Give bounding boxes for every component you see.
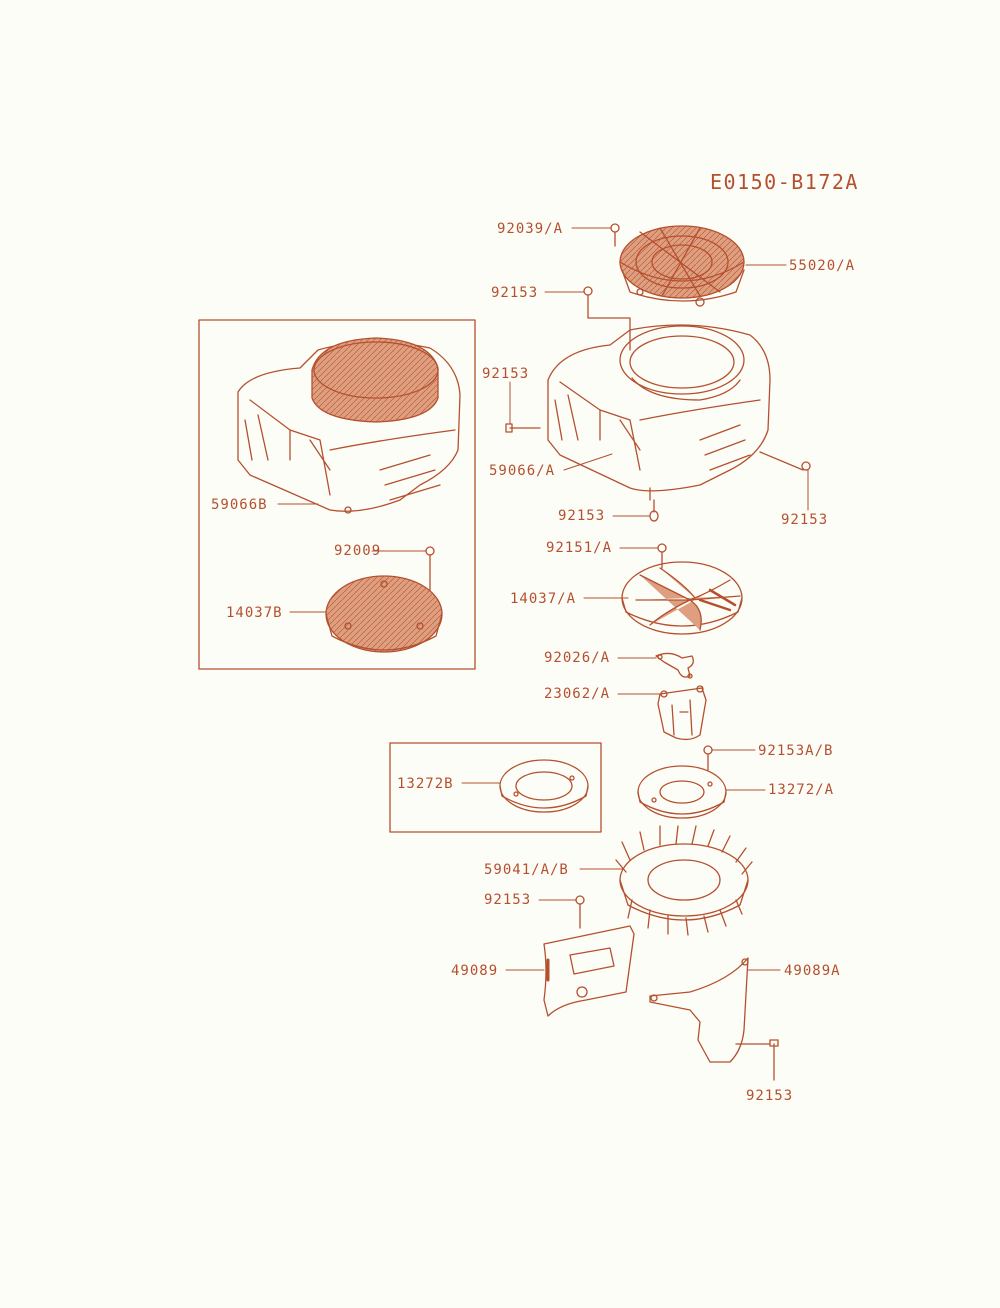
label-92151a: 92151/A: [546, 540, 613, 556]
screen-14037a-part: [621, 561, 743, 635]
label-92153-low: 92153: [484, 892, 532, 908]
screen-14037b-part: [325, 575, 443, 653]
bolt-92153-top: [583, 286, 631, 351]
bolt-92153-right: [759, 451, 811, 471]
label-92153ab: 92153A/B: [758, 743, 834, 759]
label-23062a: 23062/A: [544, 686, 611, 702]
screw-92039a: [610, 223, 620, 247]
label-49089: 49089: [451, 963, 499, 979]
plate-13272b-part: [499, 759, 589, 813]
label-13272a: 13272/A: [768, 782, 835, 798]
label-59041ab: 59041/A/B: [484, 862, 569, 878]
fan-screen-part: [619, 225, 745, 307]
fan-59041-part: [615, 825, 753, 936]
fan-housing-b-part: [237, 337, 461, 514]
label-92153-left: 92153: [482, 366, 530, 382]
fan-housing-a-part: [547, 324, 771, 501]
alt-plate-box: [389, 742, 602, 833]
alt-housing-box: [198, 319, 476, 670]
plate-92026a-part: [655, 652, 694, 679]
label-14037a: 14037/A: [510, 591, 577, 607]
label-55020a: 55020/A: [789, 258, 856, 274]
label-14037b: 14037B: [226, 605, 283, 621]
label-92009: 92009: [334, 543, 382, 559]
label-92039a: 92039/A: [497, 221, 564, 237]
label-49089a: 49089A: [784, 963, 841, 979]
label-92026a: 92026/A: [544, 650, 611, 666]
label-59066a: 59066/A: [489, 463, 556, 479]
bolt-92009: [425, 546, 435, 591]
label-92153-right: 92153: [781, 512, 829, 528]
shroud-49089-part: [543, 925, 635, 1017]
label-92153-bottom: 92153: [746, 1088, 794, 1104]
label-92153-top: 92153: [491, 285, 539, 301]
bolt-92153-bottom: [735, 1039, 779, 1081]
label-59066b: 59066B: [211, 497, 268, 513]
bolt-92153-left: [505, 423, 541, 433]
nut-92153ab: [703, 745, 713, 771]
diagram-code: E0150-B172A: [710, 170, 859, 194]
bracket-23062a-part: [657, 685, 707, 741]
bolt-92153-low: [575, 895, 585, 929]
bolt-92153-mid: [649, 499, 659, 522]
shroud-49089a-part: [649, 957, 749, 1063]
leader-lines: [277, 227, 809, 971]
label-13272b: 13272B: [397, 776, 454, 792]
label-92153-mid: 92153: [558, 508, 606, 524]
plate-13272a-part: [637, 765, 727, 819]
